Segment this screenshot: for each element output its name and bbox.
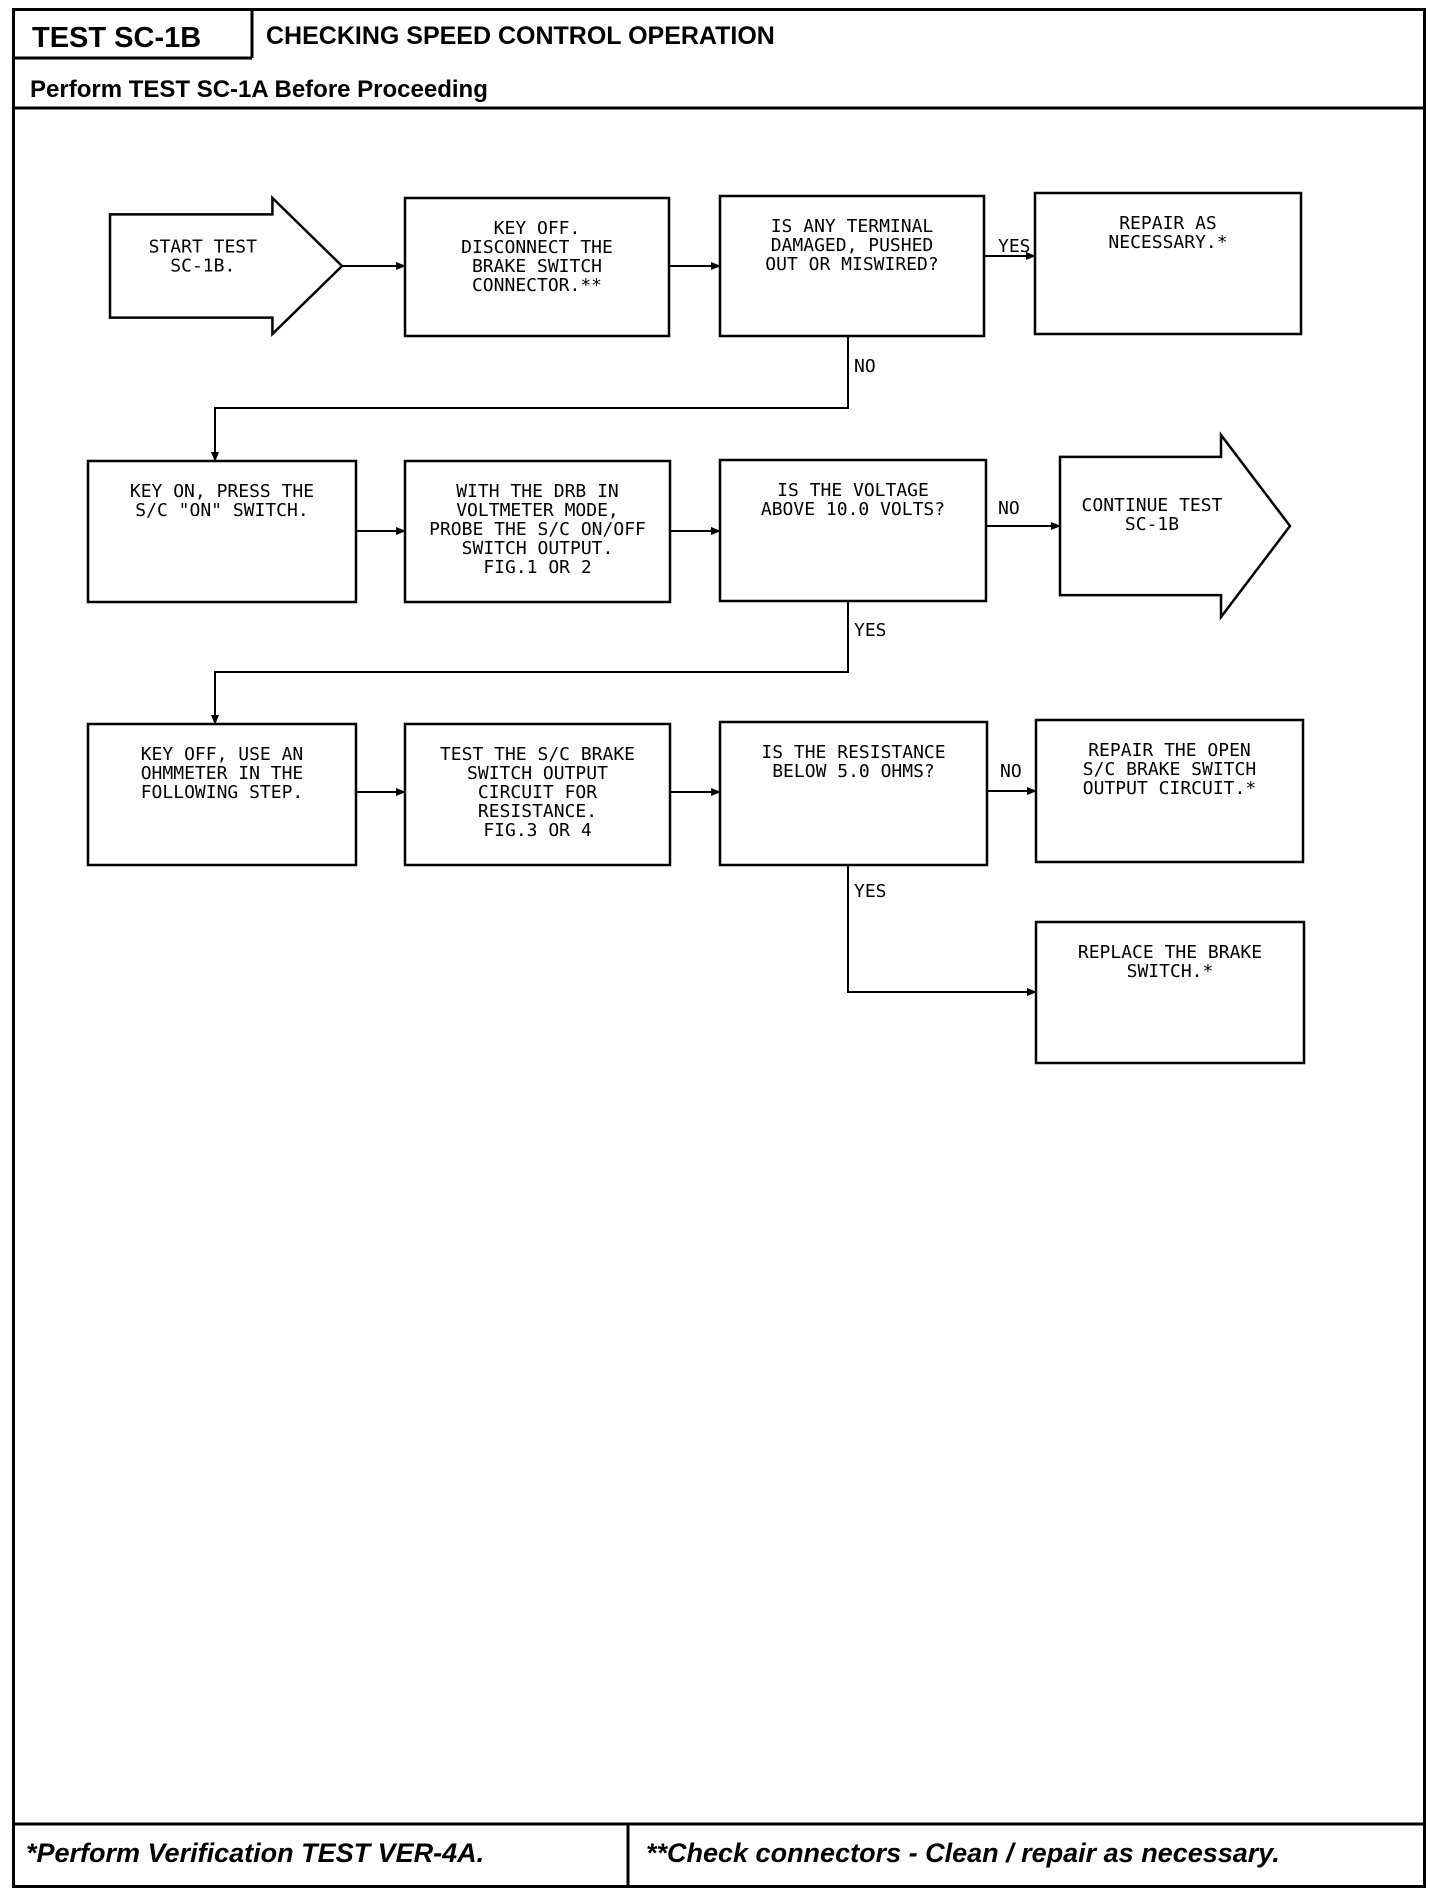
node-terminal-shape [718, 194, 986, 338]
node-probe-line: PROBE THE S/C ON/OFF [429, 519, 646, 540]
node-testres-line: SWITCH OUTPUT [467, 763, 608, 784]
footer-note-connectors: **Check connectors - Clean / repair as n… [646, 1838, 1280, 1868]
node-probe-line: SWITCH OUTPUT. [462, 538, 614, 559]
node-start-line: SC-1B. [170, 255, 235, 276]
node-keyoff2-line: FOLLOWING STEP. [141, 782, 304, 803]
edge-label-voltage-to-keyoff2: YES [854, 620, 887, 641]
node-replace-line: SWITCH.* [1127, 961, 1214, 982]
node-voltage-line: ABOVE 10.0 VOLTS? [761, 499, 945, 520]
node-voltage-shape [718, 458, 988, 603]
node-disconnect-line: CONNECTOR.** [472, 275, 602, 296]
node-disconnect-line: KEY OFF. [494, 218, 581, 239]
test-id: TEST SC-1B [32, 22, 202, 54]
node-voltage-line: IS THE VOLTAGE [777, 480, 929, 501]
node-resist-line: IS THE RESISTANCE [761, 742, 945, 763]
edge-label-terminal-to-keyon: NO [854, 356, 876, 377]
node-keyoff2-line: KEY OFF, USE AN [141, 744, 304, 765]
node-probe-shape [403, 459, 672, 604]
node-probe-line: WITH THE DRB IN [456, 481, 619, 502]
prerequisite-note: Perform TEST SC-1A Before Proceeding [30, 76, 488, 103]
node-repair1-shape [1033, 191, 1303, 336]
edge-label-resist-to-repair2: NO [1000, 761, 1022, 782]
node-repair1-line: REPAIR AS [1119, 213, 1217, 234]
node-keyon-line: KEY ON, PRESS THE [130, 481, 314, 502]
node-terminal-line: OUT OR MISWIRED? [765, 254, 938, 275]
node-replace-shape [1034, 920, 1306, 1065]
node-continue-line: SC-1B [1125, 514, 1179, 535]
node-testres-line: FIG.3 OR 4 [483, 820, 591, 841]
edge-label-terminal-to-repair1: YES [998, 236, 1031, 257]
node-disconnect-line: DISCONNECT THE [461, 237, 613, 258]
node-start-line: START TEST [149, 236, 258, 257]
node-repair1-line: NECESSARY.* [1108, 232, 1227, 253]
node-repair2-line: S/C BRAKE SWITCH [1083, 759, 1256, 780]
node-disconnect-line: BRAKE SWITCH [472, 256, 602, 277]
node-resist-shape [718, 720, 989, 867]
edge-terminal-to-keyon [211, 336, 849, 462]
node-terminal-line: DAMAGED, PUSHED [771, 235, 934, 256]
node-probe-line: FIG.1 OR 2 [483, 557, 591, 578]
node-keyoff2-shape [86, 722, 358, 867]
page-frame [12, 8, 1426, 1888]
node-start-shape [108, 195, 344, 337]
edge-label-voltage-to-continue: NO [998, 498, 1020, 519]
edge-resist-to-replace [847, 865, 1037, 996]
node-replace-line: REPLACE THE BRAKE [1078, 942, 1262, 963]
node-disconnect-shape [403, 196, 671, 338]
node-resist-line: BELOW 5.0 OHMS? [772, 761, 935, 782]
node-continue-shape [1058, 431, 1292, 621]
node-testres-line: TEST THE S/C BRAKE [440, 744, 635, 765]
edge-label-resist-to-replace: YES [854, 881, 887, 902]
node-continue-line: CONTINUE TEST [1082, 495, 1223, 516]
node-repair2-shape [1034, 718, 1305, 864]
edge-voltage-to-keyoff2 [211, 601, 849, 725]
footer-note-verification: *Perform Verification TEST VER-4A. [26, 1838, 485, 1868]
node-keyon-line: S/C "ON" SWITCH. [135, 500, 308, 521]
node-repair2-line: REPAIR THE OPEN [1088, 740, 1251, 761]
node-keyon-shape [86, 459, 358, 604]
node-testres-line: RESISTANCE. [478, 801, 597, 822]
node-terminal-line: IS ANY TERMINAL [771, 216, 934, 237]
node-keyoff2-line: OHMMETER IN THE [141, 763, 304, 784]
node-probe-line: VOLTMETER MODE, [456, 500, 619, 521]
node-testres-shape [403, 722, 672, 867]
page-title: CHECKING SPEED CONTROL OPERATION [266, 22, 775, 50]
node-testres-line: CIRCUIT FOR [478, 782, 597, 803]
node-repair2-line: OUTPUT CIRCUIT.* [1083, 778, 1256, 799]
